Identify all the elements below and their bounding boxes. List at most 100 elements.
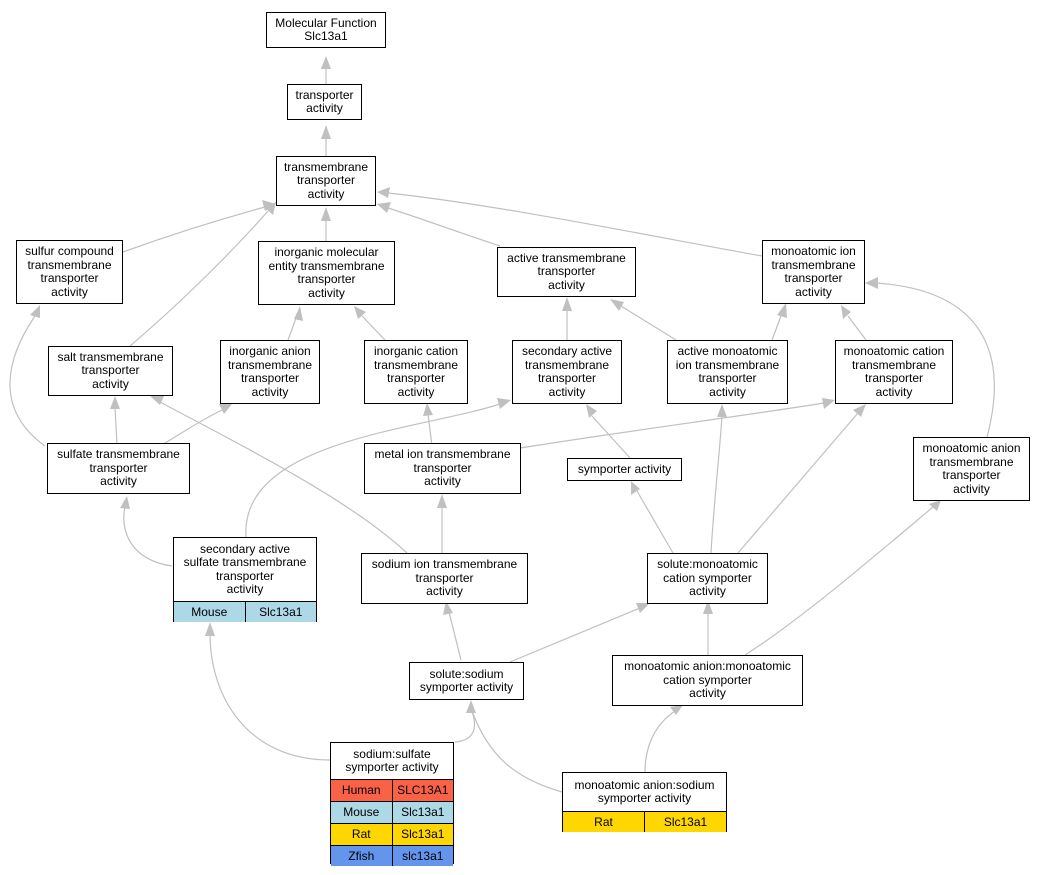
edge-arrowhead bbox=[703, 600, 713, 614]
edge-arrowhead bbox=[354, 306, 366, 319]
node-symporter[interactable]: symporter activity bbox=[567, 458, 682, 481]
node-transporter-activity[interactable]: transporter activity bbox=[287, 84, 362, 120]
edge-arrowhead bbox=[30, 305, 40, 318]
gene-cell[interactable]: slc13a1 bbox=[391, 846, 454, 866]
edge bbox=[875, 282, 995, 438]
edge-arrowhead bbox=[497, 398, 511, 409]
node-label: secondary active sulfate transmembrane t… bbox=[183, 541, 307, 596]
annotation-row-rat: Rat Slc13a1 bbox=[563, 811, 726, 832]
edge-arrowhead bbox=[586, 404, 597, 418]
gene-cell[interactable]: SLC13A1 bbox=[391, 780, 454, 801]
gene-cell[interactable]: Slc13a1 bbox=[644, 812, 726, 832]
edge bbox=[9, 315, 46, 447]
node-secondary-active[interactable]: secondary active transmembrane transport… bbox=[512, 340, 622, 404]
edge-arrowhead bbox=[377, 202, 391, 213]
gene-cell[interactable]: Slc13a1 bbox=[391, 824, 454, 845]
edge-arrowhead bbox=[120, 496, 130, 509]
node-inorganic-molecular-entity[interactable]: inorganic molecular entity transmembrane… bbox=[258, 241, 395, 305]
node-sulfur-compound[interactable]: sulfur compound transmembrane transporte… bbox=[16, 240, 123, 304]
edge-arrowhead bbox=[610, 299, 624, 311]
edge-arrowhead bbox=[853, 404, 866, 417]
edge bbox=[710, 414, 723, 554]
edge-arrowhead bbox=[670, 705, 683, 715]
species-cell: Rat bbox=[594, 814, 613, 829]
edge bbox=[361, 315, 386, 341]
edge bbox=[159, 409, 223, 447]
node-sulfate-transmembrane[interactable]: sulfate transmembrane transporter activi… bbox=[47, 443, 190, 494]
edge-arrowhead bbox=[321, 207, 331, 221]
edge-arrowhead bbox=[929, 500, 941, 511]
node-metal-ion[interactable]: metal ion transmembrane transporter acti… bbox=[364, 443, 521, 494]
edge bbox=[744, 506, 934, 656]
edge bbox=[122, 206, 266, 253]
node-transmembrane-transporter-activity[interactable]: transmembrane transporter activity bbox=[276, 156, 376, 206]
node-sodium-ion[interactable]: sodium ion transmembrane transporter act… bbox=[361, 553, 528, 604]
node-inorganic-anion[interactable]: inorganic anion transmembrane transporte… bbox=[220, 340, 320, 404]
edge bbox=[209, 632, 331, 761]
edge bbox=[159, 401, 408, 554]
edge-arrowhead bbox=[636, 603, 650, 613]
edge-arrowhead bbox=[466, 700, 476, 713]
edge bbox=[847, 315, 867, 341]
node-active-monoatomic-ion[interactable]: active monoatomic ion transmembrane tran… bbox=[667, 340, 788, 404]
species-cell: Mouse bbox=[191, 604, 228, 619]
node-monoatomic-anion-sodium-symporter[interactable]: monoatomic anion:sodium symporter activi… bbox=[562, 772, 727, 832]
annotation-row-rat: Rat Slc13a1 bbox=[331, 823, 453, 845]
edge-arrowhead bbox=[110, 396, 120, 409]
edge bbox=[771, 315, 782, 341]
edge-arrowhead bbox=[423, 403, 433, 416]
edge bbox=[471, 710, 563, 793]
node-sodium-sulfate[interactable]: sodium:sulfate symporter activity Human … bbox=[330, 742, 454, 866]
gene-cell[interactable]: Slc13a1 bbox=[391, 802, 454, 823]
node-inorganic-cation[interactable]: inorganic cation transmembrane transport… bbox=[364, 340, 468, 404]
edge bbox=[287, 317, 297, 341]
species-cell: Rat bbox=[351, 827, 371, 841]
edge-arrowhead bbox=[321, 56, 331, 69]
gene-cell[interactable]: Slc13a1 bbox=[244, 602, 317, 622]
annotation-row-mouse: Mouse Slc13a1 bbox=[174, 601, 316, 622]
edge bbox=[636, 490, 674, 554]
annotation-row-zfish: Zfish slc13a1 bbox=[331, 845, 453, 866]
node-monoatomic-anion-cation-symporter[interactable]: monoatomic anion:monoatomic cation sympo… bbox=[612, 655, 803, 706]
species-cell: Human bbox=[341, 783, 381, 797]
node-solute-monoatomic-cation[interactable]: solute:monoatomic cation symporter activ… bbox=[647, 553, 768, 604]
edge bbox=[509, 607, 641, 663]
edge-arrowhead bbox=[219, 404, 232, 414]
node-monoatomic-ion[interactable]: monoatomic ion transmembrane transporter… bbox=[762, 240, 865, 304]
node-salt-transmembrane[interactable]: salt transmembrane transporter activity bbox=[48, 346, 173, 396]
edge bbox=[737, 412, 859, 554]
node-label: sodium:sulfate symporter activity bbox=[345, 746, 439, 774]
node-monoatomic-cation[interactable]: monoatomic cation transmembrane transpor… bbox=[835, 340, 953, 404]
node-secondary-active-sulfate[interactable]: secondary active sulfate transmembrane t… bbox=[173, 537, 317, 622]
node-active-transmembrane[interactable]: active transmembrane transporter activit… bbox=[497, 247, 636, 297]
node-label: monoatomic anion:sodium symporter activi… bbox=[574, 777, 715, 805]
edge bbox=[620, 305, 677, 341]
edge-arrowhead bbox=[294, 306, 303, 321]
node-molecular-function[interactable]: Molecular Function Slc13a1 bbox=[266, 12, 386, 48]
edge bbox=[387, 207, 501, 247]
edge-arrowhead bbox=[865, 277, 878, 289]
edge-arrowhead bbox=[841, 305, 851, 319]
edge bbox=[427, 413, 433, 447]
edge-arrowhead bbox=[822, 398, 835, 409]
edge-arrowhead bbox=[264, 202, 276, 215]
edge-arrowhead bbox=[562, 297, 572, 311]
edge bbox=[644, 708, 679, 773]
edge bbox=[245, 403, 501, 538]
species-cell: Mouse bbox=[343, 805, 380, 819]
edge-arrowhead bbox=[377, 187, 390, 198]
edge-arrowhead bbox=[150, 396, 164, 405]
edge-arrowhead bbox=[717, 404, 727, 417]
annotation-row-mouse: Mouse Slc13a1 bbox=[331, 801, 453, 823]
edge bbox=[448, 611, 462, 661]
edge-arrowhead bbox=[437, 494, 447, 508]
edge-arrowhead bbox=[443, 601, 453, 615]
edge bbox=[387, 192, 763, 257]
annotation-row-human: Human SLC13A1 bbox=[331, 779, 453, 801]
edge-arrowhead bbox=[631, 481, 640, 495]
node-solute-sodium[interactable]: solute:sodium symporter activity bbox=[409, 662, 524, 700]
node-monoatomic-anion[interactable]: monoatomic anion transmembrane transport… bbox=[913, 437, 1030, 501]
edge bbox=[591, 415, 631, 459]
edge-arrowhead bbox=[205, 622, 215, 636]
